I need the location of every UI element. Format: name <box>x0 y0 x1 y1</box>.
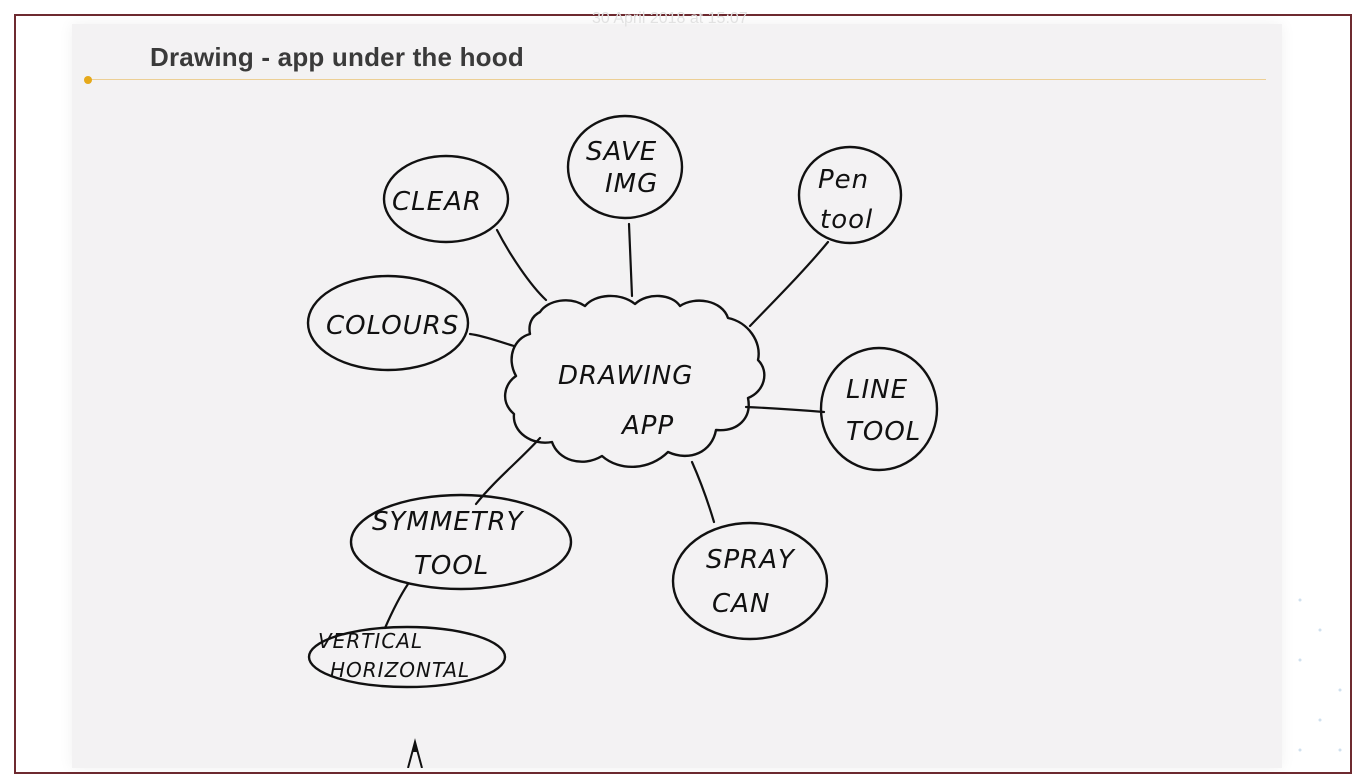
node-colours-label: COLOURS <box>326 311 459 341</box>
pencil-cursor-icon <box>407 738 423 768</box>
edge-symmetry-vertical <box>383 582 410 630</box>
node-symmetry-label-line1: SYMMETRY <box>372 507 525 537</box>
note-date: 30 April 2018 at 15:07 <box>592 10 748 27</box>
edge-center-save <box>627 222 634 298</box>
node-line-label-line1: LINE <box>846 375 908 405</box>
node-line-shape <box>819 346 939 472</box>
node-clear-shape <box>382 154 510 244</box>
center-cloud-shape <box>504 294 766 469</box>
node-vertical-label-line1: VERTICAL <box>318 629 423 653</box>
edge-center-line <box>744 405 826 414</box>
node-pen-shape <box>797 145 903 245</box>
node-save-label-line2: IMG <box>605 169 658 199</box>
node-pen-label-line1: Pen <box>818 165 869 195</box>
node-spray-label-line2: CAN <box>712 589 770 619</box>
title-marker-dot <box>84 76 92 84</box>
edge-center-clear <box>495 228 548 302</box>
node-symmetry-label-line2: TOOL <box>414 551 489 581</box>
node-line-label-line2: TOOL <box>846 417 921 447</box>
node-clear-label: CLEAR <box>392 187 482 217</box>
node-pen-label-line2: tool <box>820 205 873 235</box>
node-colours-shape <box>306 274 470 372</box>
decorative-dot-grid <box>1298 598 1342 752</box>
center-label-line2: APP <box>620 411 674 441</box>
center-label-line1: DRAWING <box>558 361 693 391</box>
node-spray-shape <box>671 521 829 641</box>
node-symmetry-shape <box>349 493 573 591</box>
note-title: Drawing - app under the hood <box>150 42 524 72</box>
node-spray-label-line1: SPRAY <box>706 545 796 575</box>
edge-center-colours <box>468 332 516 348</box>
node-vertical-shape <box>307 625 507 689</box>
edge-center-spray <box>690 460 716 524</box>
edge-center-pen <box>748 240 830 328</box>
title-underline <box>88 79 1266 80</box>
node-save-label-line1: SAVE <box>586 137 657 167</box>
edge-center-symmetry <box>474 436 542 506</box>
node-save-shape <box>566 114 684 220</box>
node-vertical-label-line2: HORIZONTAL <box>330 658 470 682</box>
